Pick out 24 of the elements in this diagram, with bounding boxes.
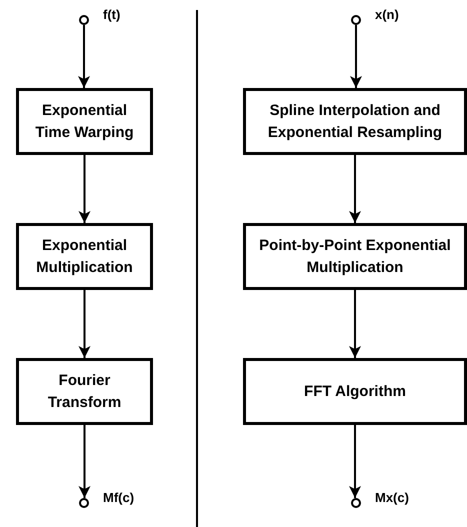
box-label: FFT Algorithm — [304, 382, 406, 402]
arrow — [78, 25, 90, 88]
process-box — [16, 358, 153, 425]
signal-label: Mx(c) — [375, 490, 409, 506]
box-label: Spline Interpolation and Exponential Resampling — [266, 100, 444, 142]
process-box — [16, 88, 153, 155]
signal-label: f(t) — [103, 7, 120, 23]
process-box — [243, 223, 467, 290]
arrow — [349, 290, 361, 358]
arrow — [349, 425, 361, 498]
arrow — [349, 155, 361, 223]
signal-label: Mf(c) — [103, 490, 134, 506]
box-label: Exponential Multiplication — [35, 236, 134, 278]
box-label: Exponential Time Warping — [34, 100, 135, 142]
process-box — [16, 223, 153, 290]
box-label: Fourier Transform — [46, 370, 122, 412]
arrow — [350, 25, 362, 88]
process-box — [243, 358, 467, 425]
arrow — [78, 425, 90, 498]
arrow — [78, 290, 90, 358]
signal-label: x(n) — [375, 7, 399, 23]
box-label: Point-by-Point Exponential Multiplication — [258, 236, 452, 278]
process-box — [243, 88, 467, 155]
arrow — [78, 155, 90, 223]
